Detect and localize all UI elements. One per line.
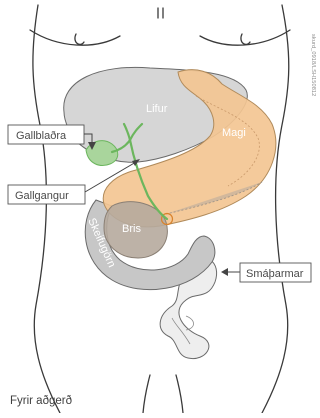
liver-label: Lifur xyxy=(146,103,168,115)
right-groin-line xyxy=(176,375,183,413)
right-torso-contour xyxy=(262,5,289,413)
pancreas-label: Bris xyxy=(122,223,141,235)
left-torso-contour xyxy=(33,5,60,413)
right-chest-curve xyxy=(200,30,290,45)
figure-caption: Fyrir aðgerð xyxy=(10,395,72,407)
small-intestine-callout-text: Smáþarmar xyxy=(246,268,304,280)
left-groin-line xyxy=(143,375,150,413)
image-code: skurd_0918/LSH150812 xyxy=(310,34,316,96)
gallbladder-callout-text: Gallblaðra xyxy=(16,130,67,142)
small-intestine-arrowhead xyxy=(221,268,228,276)
stomach-label: Magi xyxy=(222,127,246,139)
bile-duct-callout-text: Gallgangur xyxy=(15,190,69,202)
left-nipple xyxy=(75,34,84,44)
right-nipple xyxy=(241,34,250,44)
small-intestine-callout: Smáþarmar xyxy=(221,263,311,282)
